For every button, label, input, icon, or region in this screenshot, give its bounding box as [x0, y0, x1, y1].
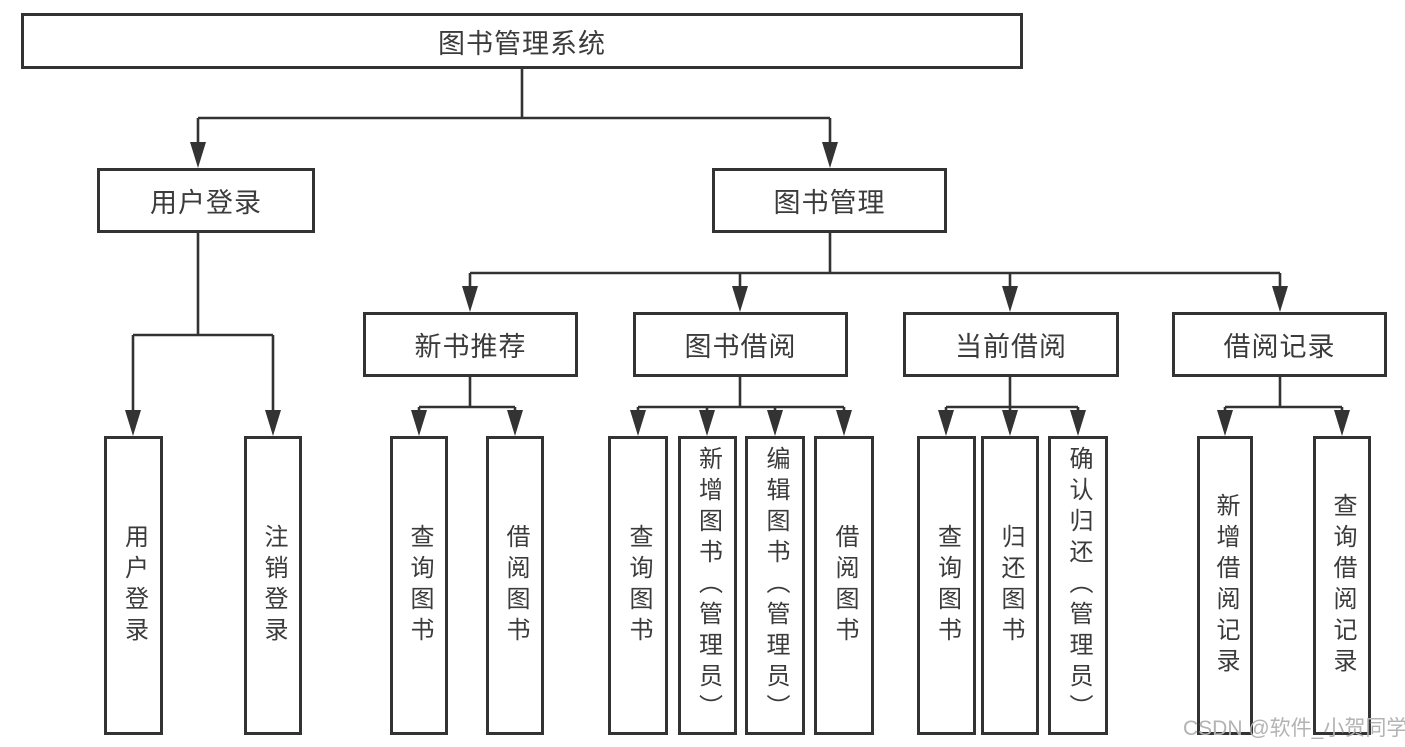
leaf-add-books-admin-label: 新增图书（管理员）: [694, 446, 722, 725]
leaf-confirm-return-admin: 确认归还（管理员）: [1048, 436, 1108, 735]
leaf-query-books-recommend: 查询图书: [390, 436, 448, 735]
node-new-book-recommendation: 新书推荐: [363, 312, 578, 377]
leaf-query-books-current: 查询图书: [917, 436, 976, 735]
node-book-management-label: 图书管理: [773, 188, 886, 218]
leaf-user-login-label: 用户登录: [120, 523, 148, 648]
leaf-query-borrow-record: 查询借阅记录: [1313, 436, 1371, 735]
leaf-return-books: 归还图书: [981, 436, 1039, 735]
leaf-borrow-books-recommend: 借阅图书: [486, 436, 544, 735]
node-book-management: 图书管理: [712, 168, 947, 233]
watermark: CSDN @软件_小贺同学: [1183, 717, 1405, 740]
leaf-return-books-label: 归还图书: [997, 523, 1024, 648]
leaf-confirm-return-admin-label: 确认归还（管理员）: [1065, 446, 1092, 725]
leaf-logout: 注销登录: [244, 436, 302, 735]
node-book-borrowing: 图书借阅: [633, 312, 848, 377]
leaf-borrow-books-borrowing: 借阅图书: [814, 436, 874, 735]
leaf-logout-label: 注销登录: [260, 523, 287, 648]
leaf-edit-books-admin: 编辑图书（管理员）: [745, 436, 805, 735]
node-library-management-system-label: 图书管理系统: [438, 28, 606, 59]
leaf-query-books-current-label: 查询图书: [933, 523, 961, 648]
node-book-borrowing-label: 图书借阅: [684, 332, 797, 362]
leaf-query-books-borrowing: 查询图书: [608, 436, 668, 735]
node-borrowing-records: 借阅记录: [1172, 312, 1387, 377]
node-user-login: 用户登录: [97, 168, 315, 233]
leaf-query-borrow-record-label: 查询借阅记录: [1329, 492, 1356, 679]
leaf-query-books-recommend-label: 查询图书: [406, 523, 433, 648]
node-current-borrowing-label: 当前借阅: [955, 332, 1067, 362]
leaf-user-login: 用户登录: [104, 436, 163, 735]
node-borrowing-records-label: 借阅记录: [1223, 332, 1336, 362]
node-new-book-recommendation-label: 新书推荐: [414, 332, 527, 362]
leaf-query-books-borrowing-label: 查询图书: [625, 523, 652, 648]
leaf-borrow-books-borrowing-label: 借阅图书: [831, 523, 858, 648]
node-library-management-system: 图书管理系统: [21, 13, 1023, 69]
leaf-borrow-books-recommend-label: 借阅图书: [502, 523, 529, 648]
leaf-add-books-admin: 新增图书（管理员）: [678, 436, 737, 735]
leaf-edit-books-admin-label: 编辑图书（管理员）: [762, 446, 789, 725]
leaf-add-borrow-record-label: 新增借阅记录: [1212, 492, 1239, 679]
node-current-borrowing: 当前借阅: [903, 312, 1119, 377]
node-user-login-label: 用户登录: [150, 188, 262, 218]
leaf-add-borrow-record: 新增借阅记录: [1197, 436, 1253, 735]
